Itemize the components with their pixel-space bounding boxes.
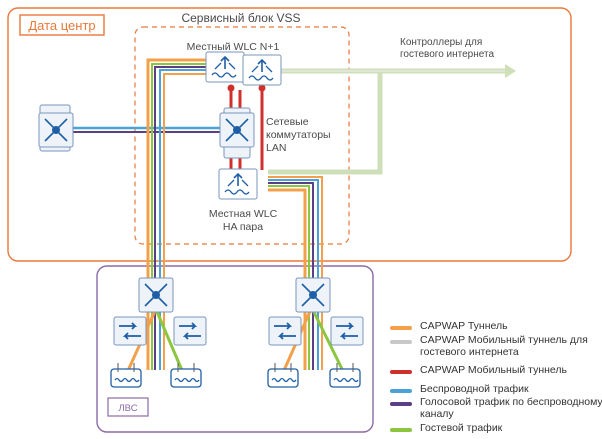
legend-label: Гостевой трафик <box>420 422 503 434</box>
legend-label: Голосовой трафик по беспроводному каналу <box>420 396 602 420</box>
switches-label-2: коммутаторы <box>266 129 331 141</box>
switches-label-3: LAN <box>266 142 286 154</box>
legend-item: CAPWAP Мобильный туннель <box>390 364 602 376</box>
legend-swatch <box>390 402 412 406</box>
legend-swatch <box>390 428 412 432</box>
distribution-switch-left <box>138 277 174 313</box>
datacenter-label: Дата центр <box>28 18 95 33</box>
legend-item: Гостевой трафик <box>390 422 602 434</box>
legend-label: CAPWAP Мобильный туннель <box>420 364 568 376</box>
wlc-ha-pair <box>218 168 258 200</box>
datacenter-box <box>7 7 572 262</box>
vss-block-box <box>134 26 350 245</box>
access-point-left-1 <box>110 362 142 388</box>
access-switch-right-1 <box>268 316 302 346</box>
legend-swatch <box>390 326 412 330</box>
legend-item: CAPWAP Мобильный туннель для гостевого и… <box>390 334 602 358</box>
lan-label: ЛВС <box>118 403 137 414</box>
wlc-n1 <box>205 51 282 86</box>
access-point-right-1 <box>267 362 299 388</box>
guest-controllers-label-1: Контроллеры для <box>400 37 482 48</box>
legend-item: Голосовой трафик по беспроводному каналу <box>390 396 602 420</box>
legend-label: CAPWAP Туннель <box>420 320 508 332</box>
legend-item: CAPWAP Туннель <box>390 320 602 332</box>
access-switch-left-2 <box>173 316 207 346</box>
wlc-ha-label-2: HA пара <box>223 221 263 233</box>
legend-label: CAPWAP Мобильный туннель для гостевого и… <box>420 334 588 358</box>
datacenter-label-box <box>19 14 105 36</box>
access-switch-left-1 <box>113 316 147 346</box>
wlc-n1-label: Местный WLC N+1 <box>187 41 280 53</box>
lan-box <box>96 265 374 433</box>
legend-item: Беспроводной трафик <box>390 383 602 395</box>
legend-swatch <box>390 370 412 374</box>
lan-label-box <box>107 397 149 417</box>
wlc-ha-label-1: Местная WLC <box>209 208 278 220</box>
legend-swatch <box>390 389 412 393</box>
access-point-right-2 <box>329 362 361 388</box>
switches-label-1: Сетевые <box>266 116 309 128</box>
guest-controllers-label-2: гостевого интернета <box>400 49 494 60</box>
access-point-left-2 <box>170 362 202 388</box>
vss-block-title: Сервисный блок VSS <box>181 11 300 25</box>
legend-swatch <box>390 340 412 344</box>
core-switch-left <box>38 104 74 152</box>
legend-label: Беспроводной трафик <box>420 383 529 395</box>
tunnel-left-group <box>124 58 212 376</box>
distribution-switch-right <box>295 277 331 313</box>
access-switch-right-2 <box>330 316 364 346</box>
lan-switches-stack <box>219 107 255 159</box>
